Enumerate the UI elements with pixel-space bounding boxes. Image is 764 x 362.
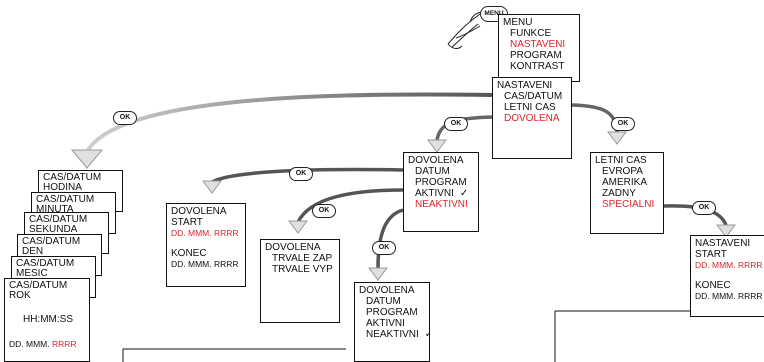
hand-icon: [448, 12, 484, 48]
special-end-value: DD. MMM. RRRR: [695, 291, 760, 302]
end-value: DD. MMM. RRRR: [171, 259, 241, 270]
dovolena-dates-box: DOVOLENA START DD. MMM. RRRR KONEC DD. M…: [166, 203, 246, 287]
check-icon: ✓: [460, 188, 468, 199]
menu-item-program[interactable]: PROGRAM: [503, 50, 575, 61]
nastaveni-title: NASTAVENI: [497, 80, 567, 91]
ok-button[interactable]: OK: [289, 167, 313, 181]
ok-button[interactable]: OK: [312, 204, 336, 218]
dovolena-menu-box: DOVOLENA DATUM PROGRAM AKTIVNI ✓ NEAKTIVN…: [403, 152, 479, 232]
result-item-aktivni: AKTIVNI: [359, 318, 425, 329]
option-evropa[interactable]: EVROPA: [595, 166, 659, 177]
datetime-screen-rok: CAS/DATUM ROK HH:MM:SS DD. MMM. RRRR: [4, 278, 90, 362]
arrow-to-trvale: [289, 221, 307, 233]
menu-item-program[interactable]: PROGRAM: [408, 177, 474, 188]
arrow-to-result: [369, 268, 387, 280]
curve-to-result: [378, 210, 403, 268]
option-specialni[interactable]: SPECIALNI: [595, 199, 659, 210]
date-year: RRRR: [52, 339, 77, 349]
start-label: START: [171, 217, 241, 228]
date-format: DD. MMM.: [9, 339, 50, 349]
result-item-neaktivni: NEAKTIVNI: [366, 329, 419, 340]
dovolena-title: DOVOLENA: [408, 155, 474, 166]
menu-item-cas-datum[interactable]: CAS/DATUM: [497, 91, 567, 102]
menu-item-dovolena[interactable]: DOVOLENA: [497, 113, 567, 124]
letni-cas-menu-box: LETNI CAS EVROPA AMERIKA ZADNY SPECIALNI: [590, 152, 664, 234]
end-label: KONEC: [171, 248, 241, 259]
datetime-sub: ROK: [9, 291, 85, 301]
option-trvale-zap[interactable]: TRVALE ZAP: [265, 253, 335, 264]
arrow-to-letni-cas: [608, 132, 626, 144]
menu-item-kontrast[interactable]: KONTRAST: [503, 61, 575, 72]
dovolena-trvale-box: DOVOLENA TRVALE ZAP TRVALE VYP: [260, 239, 340, 323]
dovolena-result-box: DOVOLENA DATUM PROGRAM AKTIVNI NEAKTIVNI…: [354, 282, 430, 362]
letni-cas-title: LETNI CAS: [595, 155, 659, 166]
special-end-label: KONEC: [695, 280, 760, 291]
arrow-to-dates: [203, 181, 221, 193]
ok-button[interactable]: OK: [692, 201, 716, 215]
menu-title: MENU: [503, 17, 575, 28]
time-format: HH:MM:SS: [9, 315, 85, 325]
menu-item-neaktivni[interactable]: NEAKTIVNI: [408, 199, 474, 210]
check-icon: ✓: [425, 329, 430, 340]
option-trvale-vyp[interactable]: TRVALE VYP: [265, 264, 335, 275]
ok-button[interactable]: OK: [444, 117, 468, 131]
start-value: DD. MMM. RRRR: [171, 228, 241, 239]
menu-item-aktivni[interactable]: AKTIVNI: [415, 188, 454, 199]
option-zadny[interactable]: ZADNY: [595, 188, 659, 199]
ok-button[interactable]: OK: [611, 117, 635, 131]
curve-to-letni-cas: [572, 105, 617, 132]
arrow-to-dovolena: [428, 140, 446, 152]
main-menu-box: MENU FUNKCE NASTAVENI PROGRAM KONTRAST: [498, 14, 580, 82]
nastaveni-menu-box: NASTAVENI CAS/DATUM LETNI CAS DOVOLENA: [492, 77, 572, 159]
trvale-title: DOVOLENA: [265, 242, 335, 253]
option-amerika[interactable]: AMERIKA: [595, 177, 659, 188]
arrow-to-datetime: [72, 150, 102, 168]
menu-item-letni-cas[interactable]: LETNI CAS: [497, 102, 567, 113]
ok-button[interactable]: OK: [372, 241, 396, 255]
special-start-value: DD. MMM. RRRR: [695, 260, 760, 271]
menu-item-datum[interactable]: DATUM: [408, 166, 474, 177]
result-title: DOVOLENA: [359, 285, 425, 296]
menu-item-funkce[interactable]: FUNKCE: [503, 28, 575, 39]
special-title: NASTAVENI: [695, 238, 760, 249]
result-item-program: PROGRAM: [359, 307, 425, 318]
dates-title: DOVOLENA: [171, 206, 241, 217]
special-start-label: START: [695, 249, 760, 260]
letni-cas-special-box: NASTAVENI START DD. MMM. RRRR KONEC DD. …: [690, 235, 764, 317]
ok-button[interactable]: OK: [113, 111, 137, 125]
result-item-datum: DATUM: [359, 296, 425, 307]
menu-item-nastaveni[interactable]: NASTAVENI: [503, 39, 575, 50]
